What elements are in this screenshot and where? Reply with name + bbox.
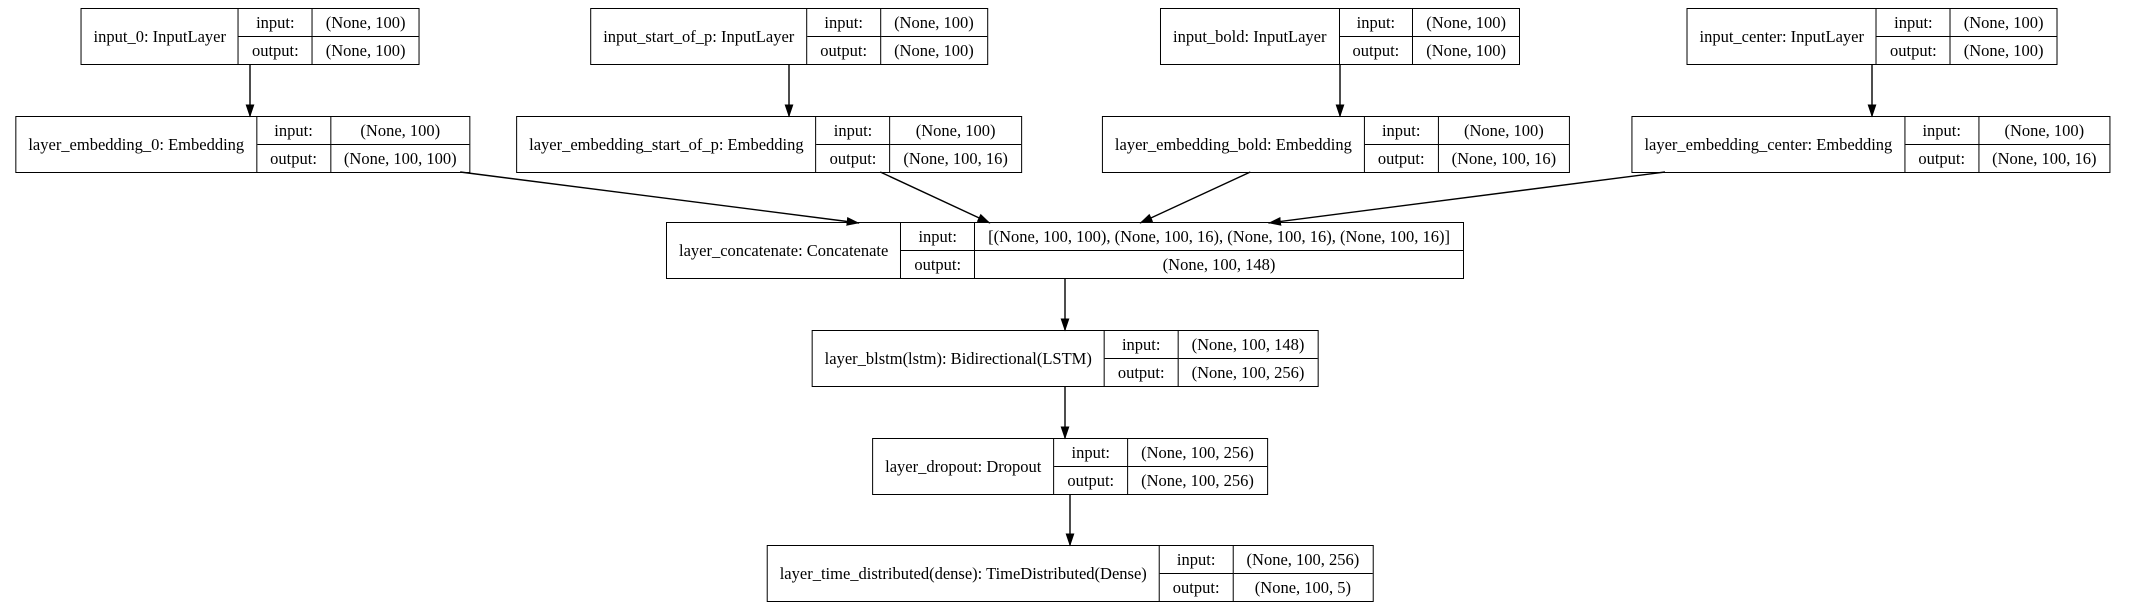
node-label: input_center: InputLayer xyxy=(1688,9,1877,64)
io-key-input: input: xyxy=(238,9,313,37)
node-layer-embedding-center: layer_embedding_center: Embedding input:… xyxy=(1631,116,2111,173)
node-layer-embedding-0: layer_embedding_0: Embedding input:(None… xyxy=(15,116,471,173)
io-key-output: output: xyxy=(1104,358,1179,386)
io-value-output: (None, 100, 16) xyxy=(903,148,1008,168)
io-key-output: output: xyxy=(901,250,976,278)
io-value-output: (None, 100, 256) xyxy=(1191,362,1305,382)
io-value-input: (None, 100) xyxy=(880,9,987,37)
node-layer-dropout: layer_dropout: Dropout input:(None, 100,… xyxy=(872,438,1268,495)
io-value-output: (None, 100, 256) xyxy=(1141,470,1254,490)
edge-arrow xyxy=(1267,171,1666,226)
node-label: input_start_of_p: InputLayer xyxy=(591,9,808,64)
io-value-output: (None, 100, 5) xyxy=(1254,577,1352,597)
node-input-start-of-p: input_start_of_p: InputLayer input:(None… xyxy=(590,8,988,65)
node-label: layer_blstm(lstm): Bidirectional(LSTM) xyxy=(813,331,1105,386)
io-table: input:(None, 100, 256) output: (None, 100… xyxy=(1159,546,1373,601)
io-table: input:(None, 100, 256) output:(None, 100… xyxy=(1054,439,1267,494)
node-layer-embedding-bold: layer_embedding_bold: Embedding input:(N… xyxy=(1101,116,1571,173)
node-layer-embedding-start-of-p: layer_embedding_start_of_p: Embedding in… xyxy=(516,116,1022,173)
io-table: input:(None, 100, 148) output: (None, 100… xyxy=(1104,331,1318,386)
io-table: input:(None, 100) output: (None, 100, 100… xyxy=(257,117,470,172)
io-key-output: output: xyxy=(1054,466,1129,494)
io-value-output: (None, 100) xyxy=(325,40,406,60)
io-table: input:(None, 100) output: (None, 100, 16) xyxy=(1905,117,2110,172)
io-table: input:(None, 100) output:(None, 100) xyxy=(807,9,987,64)
node-layer-concatenate: layer_concatenate: Concatenate input:[(N… xyxy=(665,222,1465,279)
io-value-input: (None, 100) xyxy=(889,117,1021,145)
io-key-output: output: xyxy=(807,36,882,64)
node-input-center: input_center: InputLayer input:(None, 10… xyxy=(1686,8,2058,65)
io-value-output: (None, 100, 100) xyxy=(343,148,457,168)
node-input-0: input_0: InputLayer input:(None, 100) ou… xyxy=(80,8,420,65)
node-label: layer_embedding_bold: Embedding xyxy=(1103,117,1365,172)
edge-arrow xyxy=(460,171,860,226)
io-table: input:(None, 100) output:(None, 100) xyxy=(1339,9,1520,64)
io-value-input: (None, 100, 256) xyxy=(1127,439,1267,467)
io-table: input:(None, 100) output:(None, 100) xyxy=(238,9,419,64)
io-value-input: [(None, 100, 100), (None, 100, 16), (Non… xyxy=(974,223,1464,251)
node-label: layer_embedding_center: Embedding xyxy=(1632,117,1906,172)
io-key-output: output: xyxy=(1364,144,1439,172)
io-value-input: (None, 100) xyxy=(1438,117,1570,145)
io-value-input: (None, 100) xyxy=(1978,117,2110,145)
node-label: layer_embedding_start_of_p: Embedding xyxy=(517,117,817,172)
node-label: layer_time_distributed(dense): TimeDistr… xyxy=(768,546,1160,601)
io-key-output: output: xyxy=(257,144,331,172)
io-value-output: (None, 100, 148) xyxy=(1162,254,1276,274)
io-value-output: (None, 100, 16) xyxy=(1451,148,1557,168)
io-table: input:(None, 100) output: (None, 100, 16) xyxy=(816,117,1021,172)
io-key-input: input: xyxy=(1876,9,1951,37)
io-value-input: (None, 100, 256) xyxy=(1233,546,1373,574)
io-value-input: (None, 100, 148) xyxy=(1178,331,1318,359)
node-label: layer_concatenate: Concatenate xyxy=(667,223,902,278)
io-table: input:(None, 100) output:(None, 100) xyxy=(1876,9,2057,64)
node-input-bold: input_bold: InputLayer input:(None, 100)… xyxy=(1159,8,1521,65)
io-key-input: input: xyxy=(816,117,891,145)
io-value-output: (None, 100) xyxy=(1963,40,2044,60)
io-value-output: (None, 100, 16) xyxy=(1992,148,2097,168)
node-layer-time-distributed: layer_time_distributed(dense): TimeDistr… xyxy=(766,545,1374,602)
io-value-output: (None, 100) xyxy=(1426,40,1507,60)
io-key-input: input: xyxy=(901,223,976,251)
io-key-input: input: xyxy=(1104,331,1179,359)
edge-arrow xyxy=(879,171,991,224)
node-layer-blstm: layer_blstm(lstm): Bidirectional(LSTM) i… xyxy=(811,330,1319,387)
io-key-output: output: xyxy=(1159,573,1234,601)
io-key-input: input: xyxy=(807,9,882,37)
io-value-input: (None, 100) xyxy=(330,117,470,145)
io-key-output: output: xyxy=(238,36,313,64)
io-key-input: input: xyxy=(1339,9,1414,37)
io-key-input: input: xyxy=(257,117,331,145)
node-label: input_0: InputLayer xyxy=(82,9,239,64)
io-key-input: input: xyxy=(1159,546,1234,574)
edge-arrow xyxy=(1139,171,1251,224)
io-table: input:[(None, 100, 100), (None, 100, 16)… xyxy=(901,223,1464,278)
io-value-input: (None, 100) xyxy=(312,9,419,37)
io-value-output: (None, 100) xyxy=(894,40,974,60)
io-key-input: input: xyxy=(1364,117,1439,145)
node-label: layer_dropout: Dropout xyxy=(873,439,1055,494)
io-key-output: output: xyxy=(1339,36,1414,64)
io-value-input: (None, 100) xyxy=(1412,9,1520,37)
io-key-output: output: xyxy=(1876,36,1951,64)
io-key-output: output: xyxy=(816,144,891,172)
io-table: input:(None, 100) output: (None, 100, 16) xyxy=(1364,117,1570,172)
node-label: input_bold: InputLayer xyxy=(1161,9,1340,64)
io-key-input: input: xyxy=(1054,439,1129,467)
node-label: layer_embedding_0: Embedding xyxy=(16,117,258,172)
io-key-input: input: xyxy=(1905,117,1980,145)
io-value-input: (None, 100) xyxy=(1950,9,2057,37)
io-key-output: output: xyxy=(1905,144,1980,172)
